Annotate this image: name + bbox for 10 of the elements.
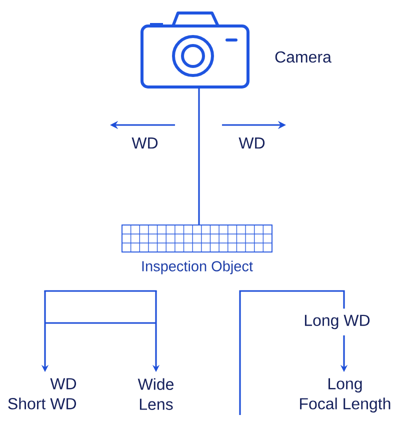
object-label: Inspection Object — [142, 260, 253, 274]
caption-text: Camera — [275, 51, 332, 63]
node-text: Wide Lens — [138, 378, 174, 410]
connector-line — [239, 290, 345, 415]
connector-line — [198, 87, 200, 224]
node-text: Long Focal Length — [300, 378, 390, 413]
node-text: WD Short WD — [8, 378, 76, 410]
direction-label: WD — [132, 138, 158, 148]
node-text: Long WD — [304, 314, 370, 330]
direction-label: WD — [238, 138, 265, 148]
